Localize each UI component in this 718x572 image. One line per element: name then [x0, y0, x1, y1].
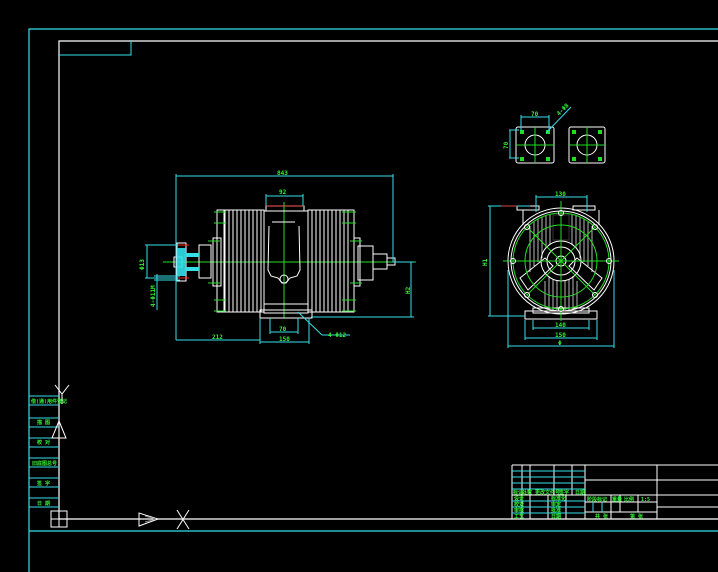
left-row-label: 借(通)用件登记: [30, 398, 67, 405]
title-block: [511, 464, 718, 519]
inner-frame-border: [58, 40, 718, 519]
side-view: 843 92 Φ13 4-Φ11M 212 70 150 4-Φ12 H2: [139, 170, 416, 344]
tb-sheet-total: 共 张: [595, 513, 609, 520]
tb-stage-label: 阶段标记: [587, 496, 607, 503]
left-row-label: 校 对: [37, 439, 50, 446]
title-block-text: 标记 处数 更改文件号 签字 日期 设计 校对 审核 工艺 标准化 审定 批准 …: [512, 489, 650, 520]
dim-foot-outer: 150: [279, 336, 290, 343]
dim-flange-width: 70: [531, 111, 539, 118]
drawing-frame: [28, 28, 718, 572]
tb-header-cell: 标记: [512, 489, 523, 496]
tb-header-cell: 日期: [575, 489, 585, 496]
centering-mark-top-icon: [54, 384, 70, 395]
tb-row-label: 日期: [551, 513, 561, 520]
right-finned-housing: [307, 209, 396, 313]
outer-frame-border: [28, 28, 718, 572]
left-row-label: 描 图: [36, 419, 50, 426]
left-title-labels: 借(通)用件登记 描 图 校 对 旧底图总号 签 字 日 期: [30, 398, 67, 507]
dim-foot-inner: 70: [279, 326, 287, 333]
dim-base-inner: 140: [555, 322, 566, 329]
left-title-column: [29, 395, 59, 508]
end-view-dimensions: [488, 195, 615, 348]
left-row-label: 旧底图总号: [32, 460, 57, 467]
dim-end-top-width: 130: [555, 191, 566, 198]
tb-sheet-number: 第 张: [630, 513, 644, 520]
left-row-label: 签 字: [36, 480, 50, 487]
dim-left-diameter: Φ13: [139, 259, 146, 270]
tb-row-label: 标准化: [550, 495, 566, 502]
dim-overall-length: 843: [277, 170, 288, 177]
dim-flange-height: 70: [503, 141, 510, 149]
tb-row-label: 审定: [551, 501, 561, 508]
tb-scale-label: 比例: [624, 496, 634, 503]
left-row-label: 日 期: [37, 500, 50, 507]
dim-height-h2: H2: [405, 286, 412, 294]
code-box: [59, 41, 132, 56]
tb-row-label: 设计: [514, 495, 524, 502]
tb-row-label: 工艺: [514, 513, 524, 520]
tb-header-cell: 更改文件号: [535, 489, 560, 496]
projection-arrow-icon: [138, 512, 160, 527]
dim-end-diameter: Φ: [558, 340, 562, 347]
dim-base-outer: 150: [555, 332, 566, 339]
side-view-dimensions: [145, 174, 414, 344]
tb-row-label: 批准: [551, 507, 561, 514]
dim-top-flange-width: 92: [279, 189, 287, 196]
left-finned-housing: [212, 209, 265, 313]
tb-scale-value: 1:5: [641, 497, 650, 503]
tb-weight-label: 重量: [612, 496, 622, 503]
dim-left-bolt-note: 4-Φ11M: [150, 285, 157, 307]
tb-row-label: 审核: [514, 507, 524, 514]
flange-views: 70 70 4-Φ8: [503, 102, 606, 164]
tb-row-label: 校对: [514, 501, 524, 508]
end-view: 130 H1 140 150 Φ: [482, 191, 619, 348]
dim-height-h1: H1: [482, 258, 489, 266]
dim-foot-hole-note: 4-Φ12: [328, 332, 346, 339]
tb-header-cell: 签字: [558, 489, 569, 496]
orientation-marks: [50, 384, 190, 530]
dim-shaft-length: 212: [212, 334, 223, 341]
tb-header-cell: 处数: [521, 489, 533, 496]
